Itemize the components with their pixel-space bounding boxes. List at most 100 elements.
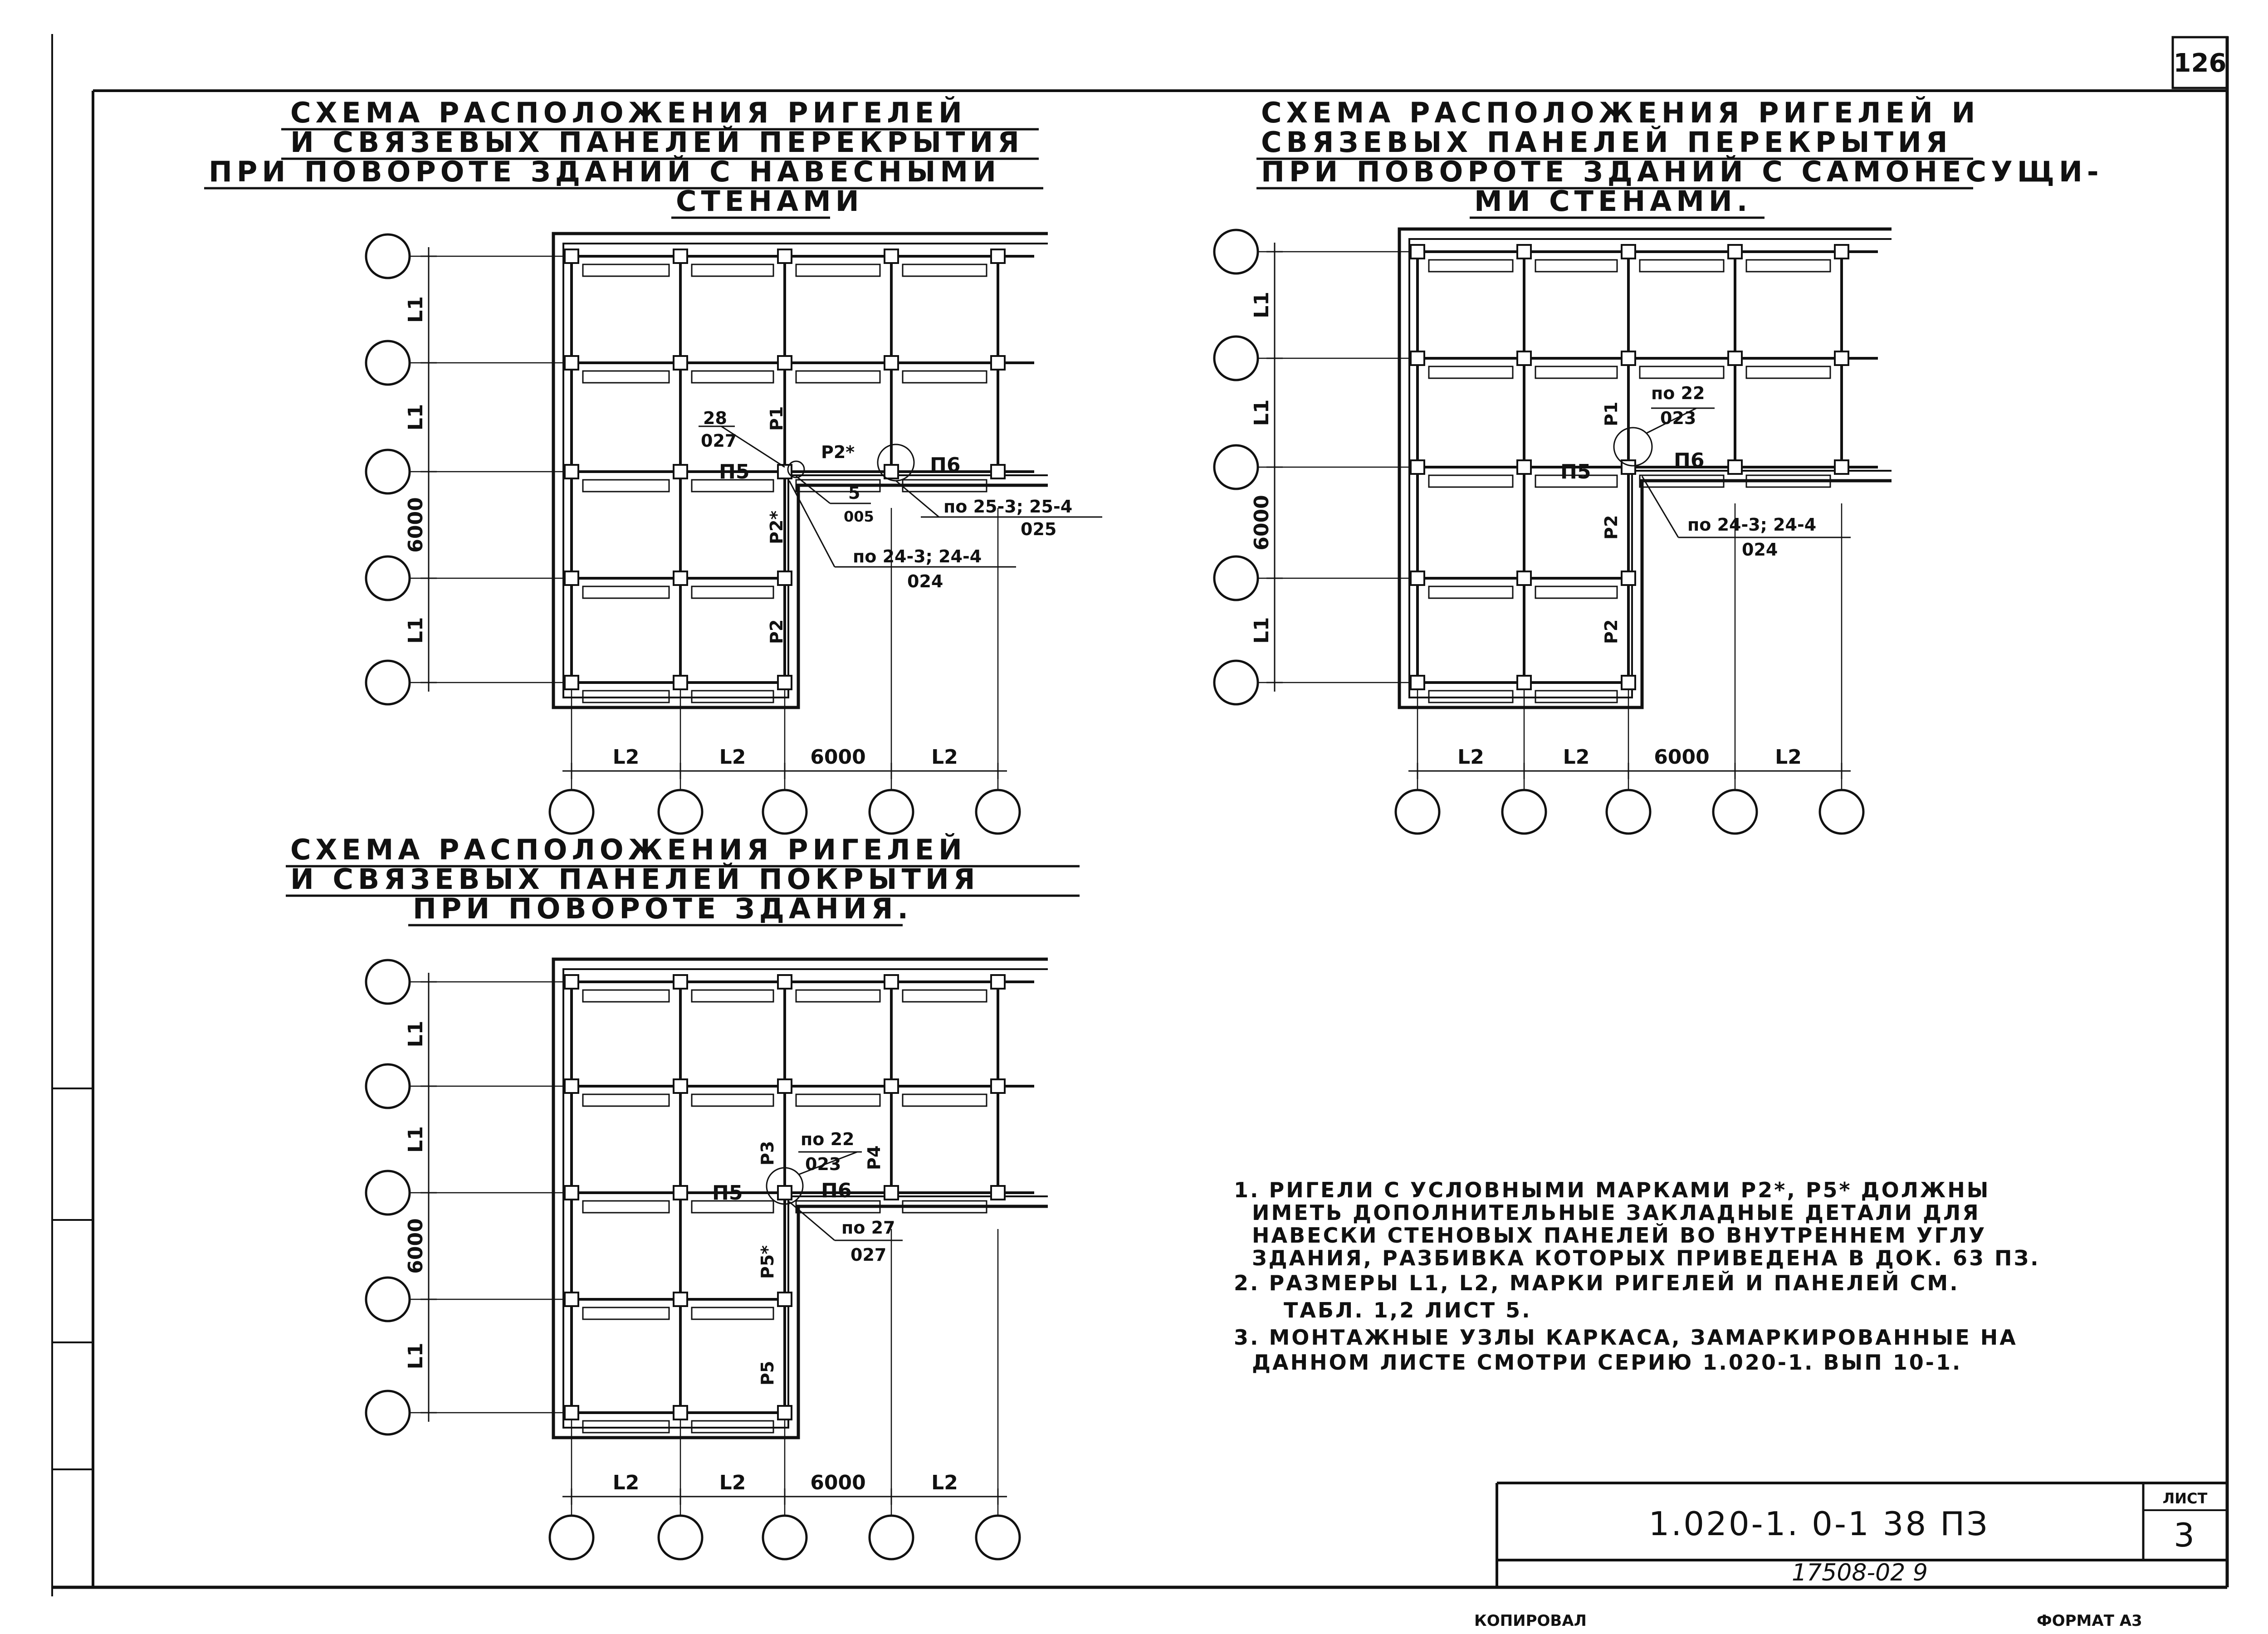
column-node [673, 464, 688, 479]
floor-panel [1535, 690, 1618, 703]
title-stamp: 1.020-1. 0-1 38 ПЗ ЛИСТ 3 17508-02 9 [1496, 1482, 2227, 1587]
floor-panel [691, 1420, 774, 1434]
tr-label-n5: П5 [1560, 460, 1591, 483]
tl-label-5: 5 [848, 483, 860, 503]
note-line-8: ДАННОМ ЛИСТЕ СМОТРИ СЕРИЮ 1.020-1. ВЫП 1… [1252, 1350, 1962, 1375]
row-axis-bubble [1213, 555, 1259, 601]
column-node [1727, 244, 1743, 259]
title-bl: СХЕМА РАСПОЛОЖЕНИЯ РИГЕЛЕЙ И СВЯЗЕВЫХ ПА… [286, 833, 1080, 927]
row-axis-bubble [365, 1390, 411, 1436]
tl-label-n5: П5 [719, 460, 749, 483]
floor-panel [795, 263, 881, 277]
tl-label-p2-star: Р2* [821, 442, 855, 462]
floor-panel [1639, 474, 1725, 488]
floor-panel [582, 1307, 670, 1320]
bl-label-023: 023 [805, 1154, 841, 1174]
bl-label-p3: Р3 [758, 1141, 777, 1166]
column-node [777, 464, 792, 479]
bl-label-p5-star: Р5* [758, 1245, 777, 1279]
floor-panel [1639, 366, 1725, 379]
title-tr-line-2: СВЯЗЕВЫХ ПАНЕЛЕЙ ПЕРЕКРЫТИЯ [1261, 126, 1952, 159]
floor-panel [1428, 690, 1514, 703]
column-node [1410, 244, 1425, 259]
row-dim-label: L1 [404, 617, 427, 644]
column-node [673, 675, 688, 690]
floor-panel [691, 370, 774, 384]
floor-panel [582, 690, 670, 703]
note-line-4: ЗДАНИЯ, РАЗБИВКА КОТОРЫХ ПРИВЕДЕНА В ДОК… [1252, 1246, 2040, 1270]
note-line-2: ИМЕТЬ ДОПОЛНИТЕЛЬНЫЕ ЗАКЛАДНЫЕ ДЕТАЛИ ДЛ… [1252, 1200, 1980, 1225]
wall-outline [562, 968, 1048, 1429]
col-axis-bubble [548, 1514, 595, 1561]
col-axis-bubble [868, 1514, 914, 1561]
column-node [564, 1185, 579, 1200]
column-node [1727, 351, 1743, 366]
col-dim-label: L2 [1775, 746, 1802, 769]
column-node [1516, 459, 1532, 475]
col-axis-bubble [657, 789, 704, 835]
column-node [777, 1405, 792, 1420]
column-node [777, 1078, 792, 1094]
floor-panel [1535, 585, 1618, 599]
column-node [1516, 351, 1532, 366]
column-node [777, 355, 792, 371]
tl-label-024: 024 [907, 571, 943, 591]
bl-label-p5: Р5 [758, 1361, 777, 1385]
tl-label-005: 005 [844, 508, 874, 525]
note-line-7: 3. МОНТАЖНЫЕ УЗЛЫ КАРКАСА, ЗАМАРКИРОВАНН… [1234, 1325, 2018, 1350]
floor-panel [1535, 259, 1618, 273]
floor-panel [795, 479, 881, 493]
column-node [1516, 675, 1532, 690]
notes-block: 1. РИГЕЛИ С УСЛОВНЫМИ МАРКАМИ Р2*, Р5* Д… [1234, 1178, 2040, 1375]
title-bl-line-1: СХЕМА РАСПОЛОЖЕНИЯ РИГЕЛЕЙ [290, 833, 967, 866]
row-axis-bubble [365, 449, 411, 495]
floor-panel [1745, 474, 1831, 488]
col-axis-bubble [975, 1514, 1021, 1561]
title-bl-line-3: ПРИ ПОВОРОТЕ ЗДАНИЯ. [413, 892, 913, 925]
col-dim-label: L2 [719, 746, 746, 769]
note-line-3: НАВЕСКИ СТЕНОВЫХ ПАНЕЛЕЙ ВО ВНУТРЕННЕМ У… [1252, 1223, 1986, 1248]
column-node [1621, 675, 1636, 690]
tr-label-024: 024 [1742, 540, 1778, 560]
bl-label-p4: Р4 [864, 1146, 884, 1170]
floor-panel [582, 263, 670, 277]
floor-panel [691, 585, 774, 599]
bl-label-22: по 22 [801, 1129, 854, 1149]
column-node [884, 974, 899, 990]
floor-panel [691, 1093, 774, 1107]
row-dim-label: 6000 [404, 1218, 427, 1273]
footer-left: КОПИРОВАЛ [1474, 1612, 1587, 1630]
column-node [1621, 351, 1636, 366]
tr-label-p1: Р1 [1601, 402, 1621, 426]
bl-label-n6: П6 [821, 1179, 851, 1202]
floor-panel [902, 1200, 987, 1214]
tr-label-p2-lower: Р2 [1601, 619, 1621, 644]
floor-panel [1535, 474, 1618, 488]
row-axis-bubble [365, 959, 411, 1005]
tl-label-28: 28 [703, 408, 727, 428]
wall-outline [1408, 238, 1892, 698]
col-axis-bubble [762, 789, 808, 835]
row-axis-bubble [1213, 229, 1259, 275]
column-node [1410, 675, 1425, 690]
col-dim-label: L2 [1457, 746, 1484, 769]
floor-panel [691, 479, 774, 493]
column-node [990, 974, 1006, 990]
column-node [1621, 459, 1636, 475]
col-axis-bubble [762, 1514, 808, 1561]
column-node [777, 1185, 792, 1200]
floor-panel [1428, 585, 1514, 599]
row-dim-label: L1 [1250, 400, 1273, 426]
col-axis-bubble [1818, 789, 1865, 835]
floor-panel [691, 1200, 774, 1214]
row-axis-bubble [1213, 444, 1259, 490]
floor-panel [1428, 366, 1514, 379]
column-node [1621, 571, 1636, 586]
tl-label-p2: Р2 [767, 619, 787, 644]
wall-outline [1398, 227, 1892, 709]
floor-panel [1639, 259, 1725, 273]
title-bl-line-2: И СВЯЗЕВЫХ ПАНЕЛЕЙ ПОКРЫТИЯ [290, 863, 980, 896]
column-node [777, 1292, 792, 1307]
col-dim-label: 6000 [810, 746, 865, 769]
